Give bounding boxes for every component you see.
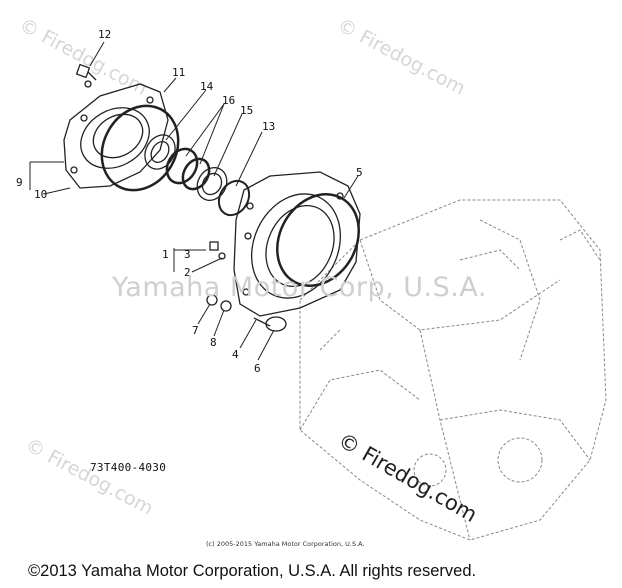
callout-7: 7	[192, 324, 199, 337]
callout-4: 4	[232, 348, 239, 361]
diagram-code: 73T400-4030	[90, 461, 167, 474]
callout-3: 3	[184, 248, 191, 261]
footer-copyright: ©2013 Yamaha Motor Corporation, U.S.A. A…	[28, 562, 477, 580]
callout-2: 2	[184, 266, 191, 279]
callout-5: 5	[356, 166, 363, 179]
callout-12: 12	[98, 28, 112, 41]
callout-16: 16	[222, 94, 236, 107]
callout-11: 11	[172, 66, 186, 79]
callout-10: 10	[34, 188, 48, 201]
callout-6: 6	[254, 362, 261, 375]
callout-14: 14	[200, 80, 214, 93]
callout-8: 8	[210, 336, 217, 349]
watermark-yamaha-center: Yamaha Motor Corp, U.S.A.	[112, 272, 487, 303]
callout-15: 15	[240, 104, 254, 117]
small-copyright: (c) 2005-2015 Yamaha Motor Corporation, …	[206, 540, 365, 548]
callout-13: 13	[262, 120, 276, 133]
callout-1: 1	[162, 248, 169, 261]
callout-9: 9	[16, 176, 23, 189]
